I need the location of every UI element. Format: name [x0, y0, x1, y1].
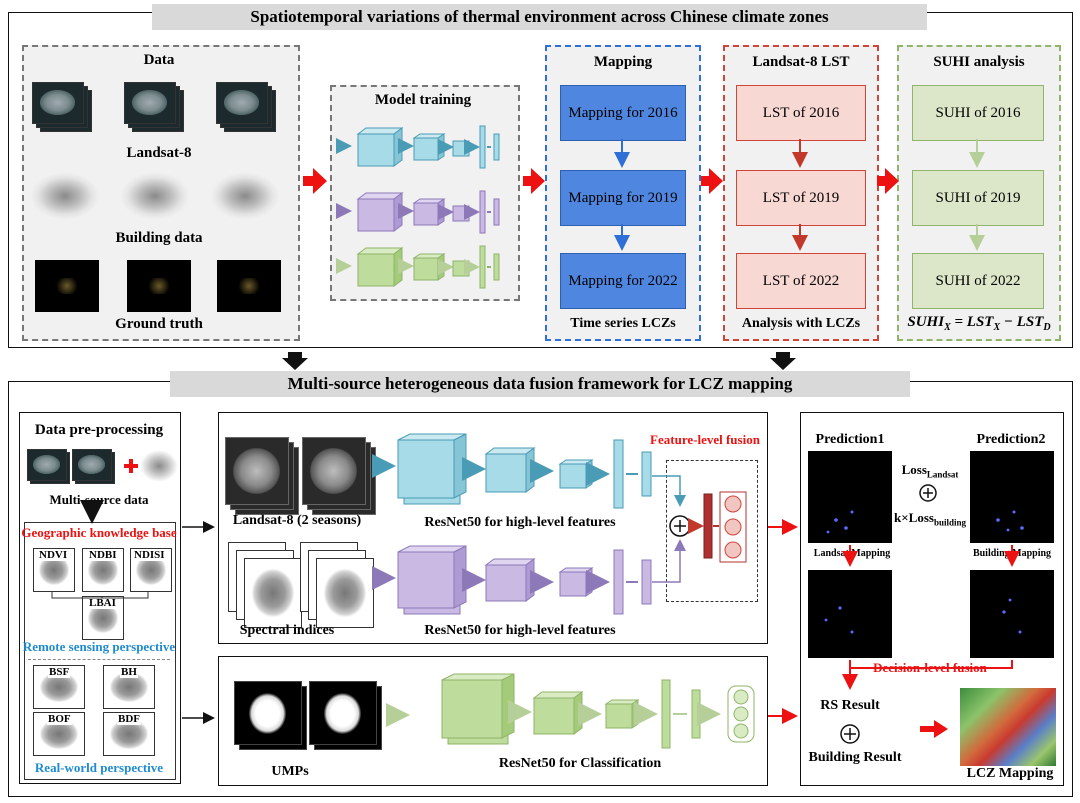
- loss-landsat-label: LossLandsat: [901, 462, 959, 480]
- branch2-resnet-cubes: [372, 539, 686, 615]
- branch3-resnet-cubes: [386, 673, 755, 749]
- ground-truth-label: Ground truth: [115, 316, 203, 332]
- lst-footer: Analysis with LCZs: [741, 316, 861, 331]
- model-training-network-green: [336, 245, 500, 289]
- ndisi-label: NDISI: [133, 549, 166, 561]
- right-panel-connectors: [840, 484, 1020, 744]
- model-training-network-blue: [336, 125, 500, 169]
- prediction2-label: Prediction2: [976, 432, 1046, 447]
- bh-label: BH: [120, 666, 138, 678]
- index-connector: [51, 592, 149, 599]
- fusion-node: [669, 491, 747, 563]
- prediction1-map: [808, 451, 892, 543]
- geo-kb-label: Geographic knowledge base: [21, 525, 177, 540]
- resnet-branch2-label: ResNet50 for high-level features: [424, 623, 616, 638]
- lst-2019-box: LST of 2019: [736, 170, 866, 226]
- prediction1-label: Prediction1: [815, 432, 885, 447]
- suhi-title: SUHI analysis: [933, 54, 1025, 70]
- lst-2016-box: LST of 2016: [736, 85, 866, 141]
- model-training-network-purple: [336, 190, 500, 234]
- bdf-label: BDF: [117, 713, 141, 725]
- plus-sign: [124, 459, 138, 473]
- multi-source-label: Multi-source data: [49, 492, 149, 507]
- building-label: Building data: [115, 230, 203, 246]
- bsf-label: BSF: [48, 666, 71, 678]
- data-panel-title: Data: [143, 52, 175, 68]
- rs-result-label: RS Result: [820, 698, 880, 713]
- landsat-mapping-map: [808, 570, 892, 658]
- mapping-2019-box: Mapping for 2019: [560, 170, 686, 226]
- suhi-2016-box: SUHI of 2016: [912, 85, 1044, 141]
- building-result-label: Building Result: [808, 750, 902, 765]
- perspective-divider: [28, 659, 170, 660]
- suhi-2022-box: SUHI of 2022: [912, 253, 1044, 309]
- building-mapping-map: [970, 570, 1054, 658]
- rs-perspective-label: Remote sensing perspective: [22, 639, 176, 654]
- ndvi-label: NDVI: [38, 549, 69, 561]
- resnet-branch1-label: ResNet50 for high-level features: [424, 515, 616, 530]
- mapping-2016-box: Mapping for 2016: [560, 85, 686, 141]
- landsat-seasons-label: Landsat-8 (2 seasons): [232, 513, 362, 528]
- mapping-title: Mapping: [593, 54, 653, 70]
- ndbi-label: NDBI: [88, 549, 118, 561]
- landsat-label: Landsat-8: [126, 145, 192, 161]
- resnet-branch3-label: ResNet50 for Classification: [498, 756, 662, 771]
- mapping-footer: Time series LCZs: [570, 316, 676, 331]
- prediction-dots: [824, 510, 1024, 634]
- suhi-formula: SUHIX = LSTX − LSTD: [907, 314, 1051, 333]
- section-down-arrows: [282, 352, 796, 370]
- loss-building-label: k×Lossbuilding: [894, 510, 966, 528]
- bottom-title-banner: Multi-source heterogeneous data fusion f…: [170, 371, 910, 397]
- feature-fusion-box: [666, 460, 758, 602]
- lst-title: Landsat-8 LST: [752, 54, 850, 70]
- top-flow-arrows: [303, 168, 899, 194]
- preprocessing-title: Data pre-processing: [34, 422, 164, 438]
- spectral-indices-label: Spectral indices: [239, 623, 335, 638]
- model-training-title: Model training: [374, 92, 472, 108]
- lcz-mapping-image: [960, 688, 1056, 766]
- top-title-banner: Spatiotemporal variations of thermal env…: [152, 4, 927, 30]
- mapping-2022-box: Mapping for 2022: [560, 253, 686, 309]
- prediction2-map: [970, 451, 1054, 543]
- feature-fusion-label: Feature-level fusion: [650, 432, 760, 447]
- lbai-label: LBAI: [88, 597, 117, 609]
- lst-2022-box: LST of 2022: [736, 253, 866, 309]
- rw-perspective-label: Real-world perspective: [34, 760, 164, 775]
- lcz-mapping-label: LCZ Mapping: [966, 766, 1054, 781]
- ump-label: UMPs: [271, 764, 309, 779]
- branch1-resnet-cubes: [372, 433, 686, 509]
- bof-label: BOF: [47, 713, 72, 725]
